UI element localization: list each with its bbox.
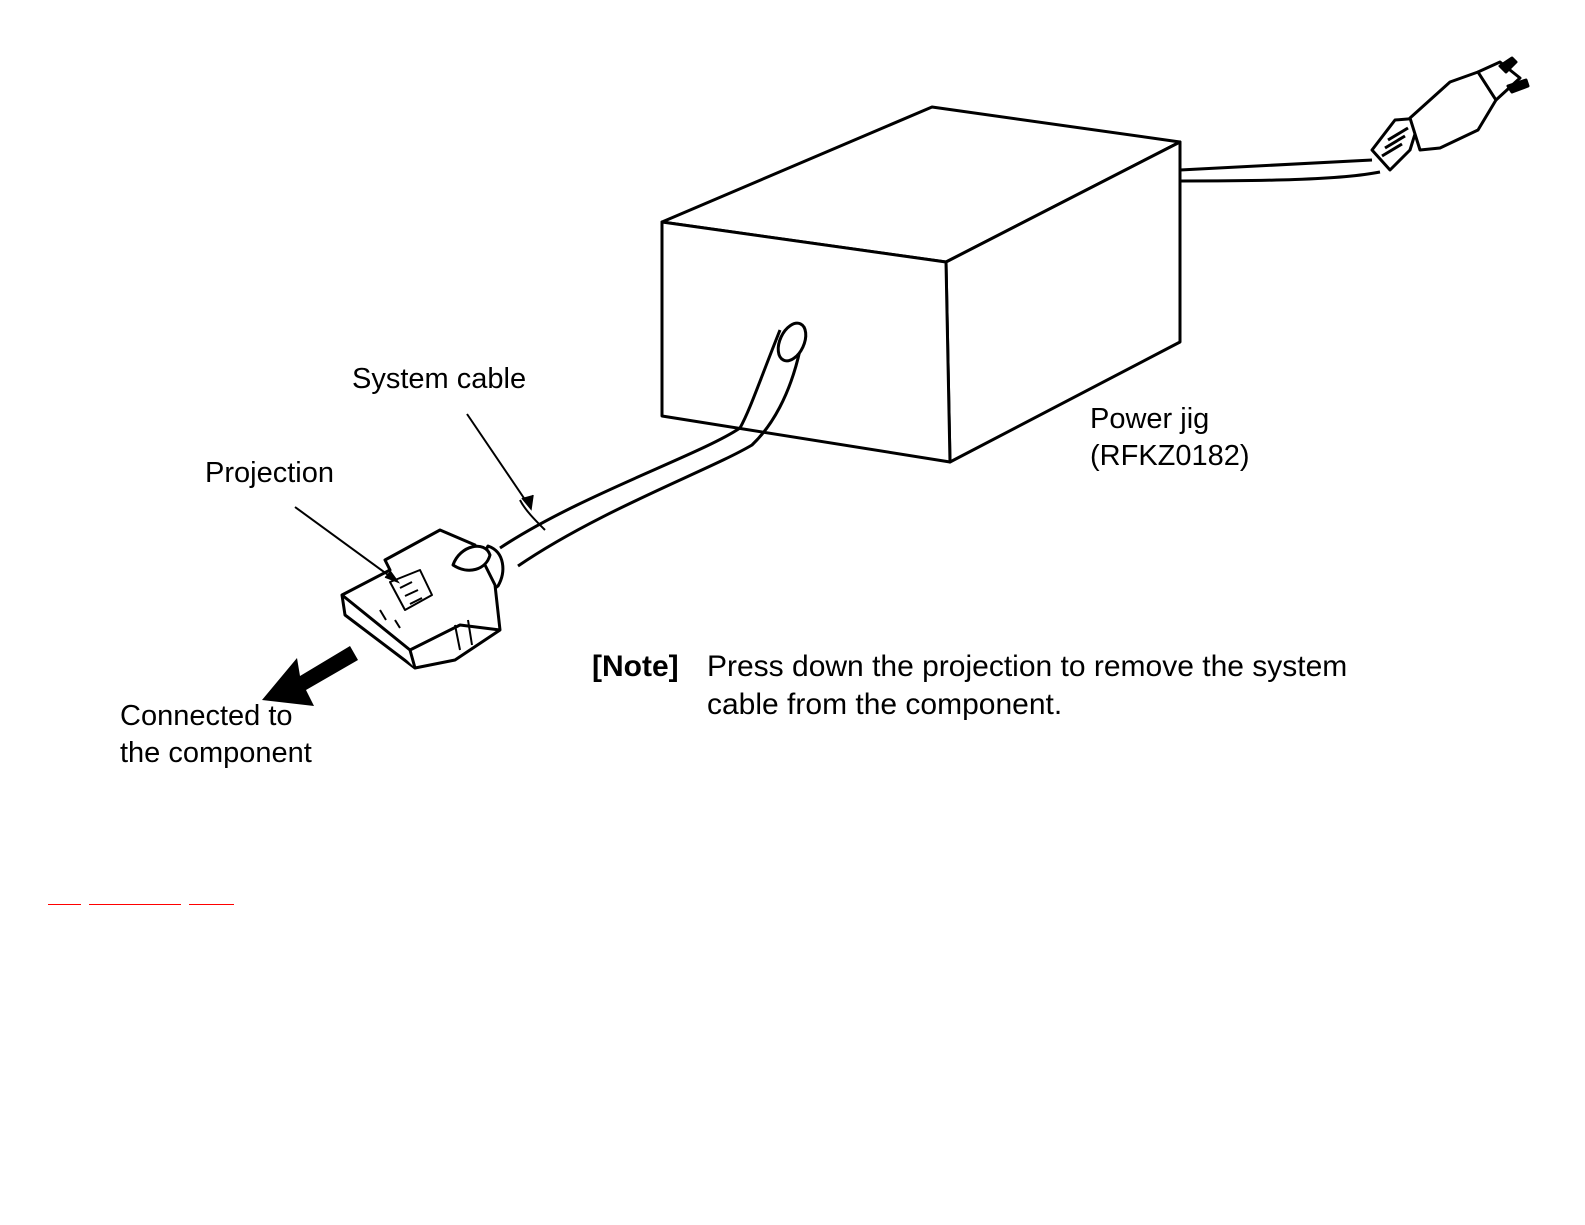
power-jig-label: Power jig (RFKZ0182) [1090,401,1250,475]
nav-link-1[interactable] [48,886,81,905]
power-cord [1180,160,1380,181]
nav-link-3[interactable] [189,886,234,905]
direction-arrow-icon [262,646,358,706]
plug-icon [1372,58,1528,170]
projection-label: Projection [205,455,334,492]
nav-link-2[interactable] [89,886,181,905]
connector-icon [342,530,503,668]
connected-label: Connected to the component [120,698,312,772]
system-cable-label: System cable [352,361,526,398]
note-tag: [Note] [592,648,679,686]
note-text: Press down the projection to remove the … [707,648,1427,723]
